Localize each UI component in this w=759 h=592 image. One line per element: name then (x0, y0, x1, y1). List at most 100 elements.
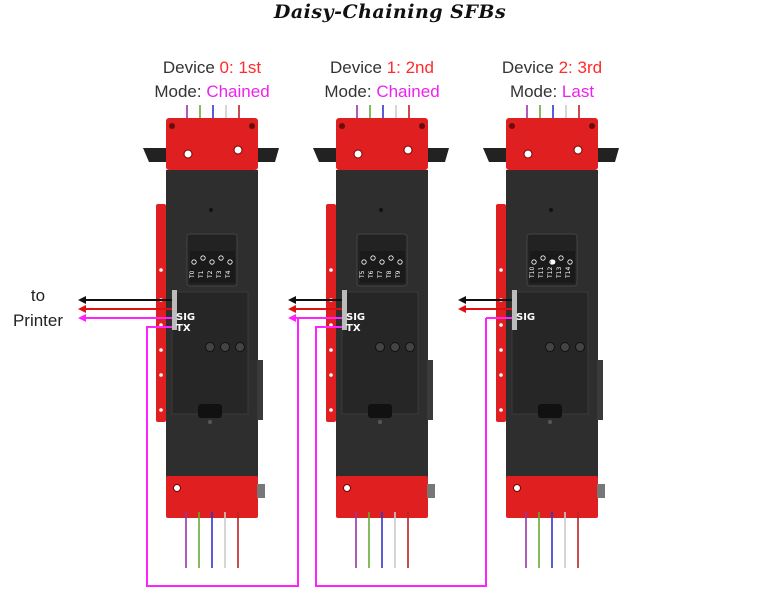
mode-header: Mode: Chained (324, 82, 439, 101)
bottom-red-block (336, 476, 428, 518)
latch (538, 404, 562, 418)
rail-dot (499, 373, 503, 377)
port-label: T4 (225, 270, 232, 279)
bottom-stub (597, 484, 605, 498)
knob (545, 342, 555, 352)
port-window (360, 251, 405, 283)
port-label: T3 (216, 270, 223, 279)
screw (589, 123, 595, 129)
port-led (531, 259, 537, 265)
port-led (361, 259, 367, 265)
port-led (227, 259, 233, 265)
latch (198, 404, 222, 418)
cable-magenta-0-head (78, 314, 86, 322)
tx-loop-1 (315, 318, 487, 587)
connector-strip (172, 290, 177, 330)
lower-panel (341, 291, 419, 415)
body-side-rib (427, 360, 433, 420)
screw (509, 123, 515, 129)
cable-magenta-1-head (288, 314, 296, 322)
port-label: T11 (538, 267, 545, 279)
device-label: Device (330, 58, 387, 77)
port-led (567, 259, 573, 265)
left-tab (143, 148, 167, 162)
rail-dot (159, 323, 163, 327)
port-label: T13 (556, 267, 563, 279)
cables-group (78, 296, 512, 587)
left-tab (483, 148, 507, 162)
mode-label: Mode: (154, 82, 206, 101)
bottom-stub (427, 484, 435, 498)
connector-strip (512, 290, 517, 330)
mode-label: Mode: (510, 82, 562, 101)
device-header: Device 2: 3rd (502, 58, 602, 77)
rail-dot (499, 348, 503, 352)
mode-value: Last (562, 82, 594, 101)
latch-dot (547, 419, 553, 425)
fitting (523, 149, 533, 159)
device-number: 2: 3rd (559, 58, 602, 77)
latch-dot (377, 419, 383, 425)
port-led (379, 259, 385, 265)
bottom-red-block (506, 476, 598, 518)
rail-dot (159, 268, 163, 272)
device-number: 1: 2nd (387, 58, 434, 77)
connector-label: SIG (346, 312, 365, 323)
port-active-led (550, 259, 556, 265)
left-tab (313, 148, 337, 162)
fitting (233, 145, 243, 155)
rail-dot (499, 408, 503, 412)
top-red-block (166, 118, 258, 170)
rail-dot (329, 373, 333, 377)
rail-dot (499, 268, 503, 272)
latch (368, 404, 392, 418)
to-printer-line-2: Printer (13, 311, 63, 330)
cable-black-0-head (78, 296, 86, 304)
knob (575, 342, 585, 352)
knob (375, 342, 385, 352)
cable-red-1-head (288, 305, 296, 313)
port-label: T2 (207, 270, 214, 279)
cable-red-0-head (78, 305, 86, 313)
device-header: Device 1: 2nd (330, 58, 434, 77)
mode-value: Chained (206, 82, 269, 101)
knob (405, 342, 415, 352)
port-window (530, 251, 575, 283)
port-window (190, 251, 235, 283)
tx-loop-0 (146, 318, 299, 587)
knob (220, 342, 230, 352)
device-header: Device 0: 1st (163, 58, 262, 77)
right-tab (427, 148, 449, 162)
lower-panel (171, 291, 249, 415)
bottom-stub (257, 484, 265, 498)
fitting (573, 145, 583, 155)
connector-label: SIG (516, 312, 535, 323)
rail-dot (329, 348, 333, 352)
port-led (209, 259, 215, 265)
port-led (540, 255, 546, 261)
cable-red-2-head (458, 305, 466, 313)
screw (419, 123, 425, 129)
port-led (388, 255, 394, 261)
screw (249, 123, 255, 129)
port-led (200, 255, 206, 261)
right-tab (257, 148, 279, 162)
to-printer-line-1: to (31, 286, 45, 305)
fitting (353, 149, 363, 159)
port-led (370, 255, 376, 261)
body-hole (379, 208, 383, 212)
rail-dot (329, 408, 333, 412)
device-label: Device (163, 58, 220, 77)
top-red-block (336, 118, 428, 170)
port-label: T6 (368, 270, 375, 279)
device-label: Device (502, 58, 559, 77)
knob (205, 342, 215, 352)
body-hole (549, 208, 553, 212)
rail-dot (159, 408, 163, 412)
mode-label: Mode: (324, 82, 376, 101)
rail-dot (329, 268, 333, 272)
body-side-rib (597, 360, 603, 420)
